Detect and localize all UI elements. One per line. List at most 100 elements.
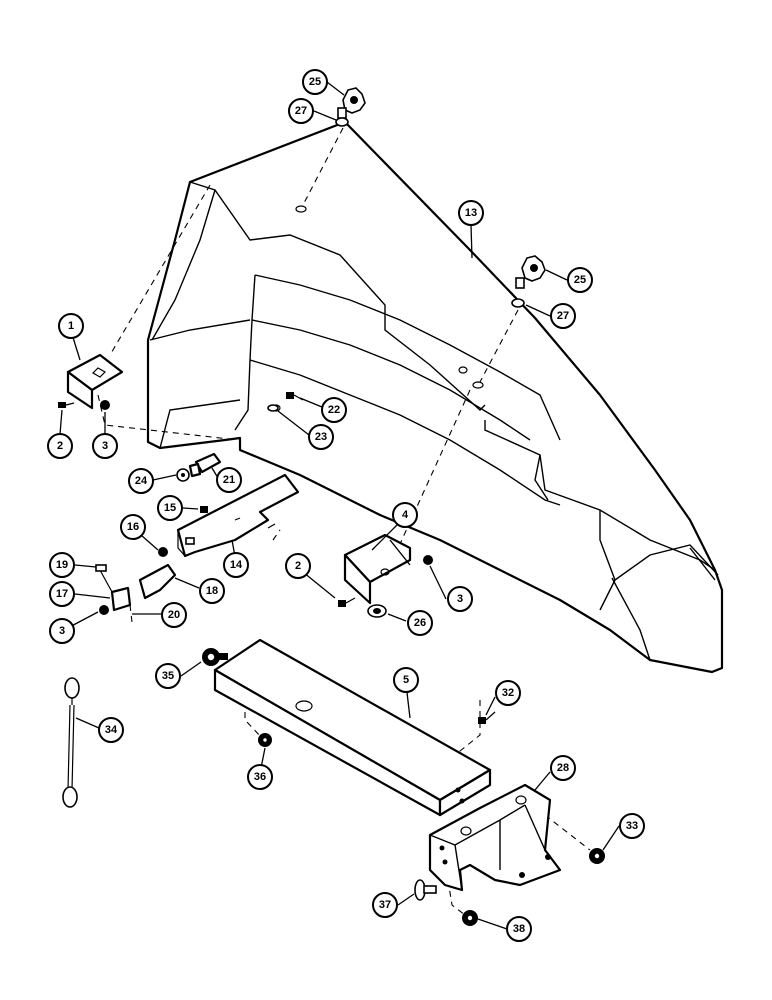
callout-25: 25 xyxy=(302,69,328,95)
callout-24: 24 xyxy=(128,468,154,494)
svg-text:27: 27 xyxy=(557,310,569,322)
callout-27: 27 xyxy=(288,98,314,124)
callout-20: 20 xyxy=(161,602,187,628)
svg-text:35: 35 xyxy=(162,670,174,682)
callout-25: 25 xyxy=(567,267,593,293)
svg-text:4: 4 xyxy=(402,509,409,521)
strap-part xyxy=(176,473,300,558)
cable-part xyxy=(62,677,80,808)
svg-text:25: 25 xyxy=(574,274,586,286)
mount-part xyxy=(428,783,562,892)
nut-part xyxy=(99,605,109,615)
callout-4: 4 xyxy=(392,502,418,528)
bracket-part xyxy=(343,533,412,605)
alignment-line xyxy=(479,309,519,383)
nut-part xyxy=(589,848,605,864)
svg-text:17: 17 xyxy=(56,588,68,600)
washer-part xyxy=(335,117,349,127)
alignment-line xyxy=(302,127,344,206)
shield-part xyxy=(146,120,724,674)
nut-part xyxy=(176,468,190,482)
svg-text:37: 37 xyxy=(379,899,391,911)
callout-3: 3 xyxy=(49,618,75,644)
callout-26: 26 xyxy=(407,610,433,636)
alignment-line xyxy=(447,879,466,916)
svg-text:25: 25 xyxy=(309,76,321,88)
callout-32: 32 xyxy=(495,680,521,706)
nut-part xyxy=(258,733,272,747)
callout-21: 21 xyxy=(216,467,242,493)
callout-16: 16 xyxy=(120,514,146,540)
svg-text:14: 14 xyxy=(230,559,243,571)
latch-part xyxy=(95,563,177,623)
channel-part xyxy=(213,638,492,817)
alignment-line xyxy=(544,814,591,851)
svg-text:28: 28 xyxy=(557,762,569,774)
svg-text:36: 36 xyxy=(254,771,266,783)
svg-text:2: 2 xyxy=(295,560,301,572)
svg-text:2: 2 xyxy=(57,440,63,452)
bolt-part xyxy=(338,597,356,607)
svg-text:21: 21 xyxy=(223,474,235,486)
callout-5: 5 xyxy=(393,667,419,693)
nut-part xyxy=(462,910,478,926)
svg-text:16: 16 xyxy=(127,521,139,533)
callout-3: 3 xyxy=(447,586,473,612)
callout-27: 27 xyxy=(550,303,576,329)
bolt-part xyxy=(414,879,437,901)
svg-text:20: 20 xyxy=(168,609,180,621)
bolt-part xyxy=(478,711,496,724)
callout-1: 1 xyxy=(58,313,84,339)
callout-36: 36 xyxy=(247,764,273,790)
svg-text:5: 5 xyxy=(403,674,409,686)
knob-part xyxy=(337,87,366,119)
alignment-line xyxy=(272,529,281,541)
svg-text:3: 3 xyxy=(457,593,463,605)
callout-13: 13 xyxy=(458,200,484,226)
nut-part xyxy=(158,547,168,557)
svg-text:27: 27 xyxy=(295,105,307,117)
svg-text:32: 32 xyxy=(502,687,514,699)
callout-2: 2 xyxy=(285,553,311,579)
svg-text:3: 3 xyxy=(102,440,108,452)
svg-text:23: 23 xyxy=(315,431,327,443)
callout-15: 15 xyxy=(157,495,183,521)
knob-part xyxy=(515,255,546,289)
svg-text:15: 15 xyxy=(164,502,176,514)
alignment-line xyxy=(394,389,471,556)
svg-text:34: 34 xyxy=(105,724,118,736)
bolt-part xyxy=(58,402,75,408)
svg-text:24: 24 xyxy=(135,475,148,487)
callout-34: 34 xyxy=(98,717,124,743)
callout-22: 22 xyxy=(321,397,347,423)
callout-33: 33 xyxy=(619,813,645,839)
callout-38: 38 xyxy=(506,916,532,942)
svg-text:18: 18 xyxy=(206,585,218,597)
bolt-part xyxy=(200,506,208,513)
nut-part xyxy=(100,400,110,410)
callout-19: 19 xyxy=(49,552,75,578)
nut-part xyxy=(423,555,433,565)
bolt-part xyxy=(202,648,228,666)
svg-text:33: 33 xyxy=(626,820,638,832)
plug-part xyxy=(367,604,387,618)
svg-text:13: 13 xyxy=(465,207,477,219)
callout-2: 2 xyxy=(47,433,73,459)
svg-text:19: 19 xyxy=(56,559,68,571)
latch-pin-part xyxy=(188,452,222,478)
callout-14: 14 xyxy=(223,552,249,578)
callout-28: 28 xyxy=(550,755,576,781)
callout-18: 18 xyxy=(199,578,225,604)
svg-text:26: 26 xyxy=(414,617,426,629)
washer-part xyxy=(267,404,279,412)
callout-37: 37 xyxy=(372,892,398,918)
washer-part xyxy=(511,298,525,308)
svg-text:22: 22 xyxy=(328,404,340,416)
callout-17: 17 xyxy=(49,581,75,607)
alignment-line xyxy=(244,690,263,739)
svg-text:38: 38 xyxy=(513,923,525,935)
callout-3: 3 xyxy=(92,433,118,459)
bracket-part xyxy=(66,353,124,410)
svg-text:1: 1 xyxy=(68,320,74,332)
